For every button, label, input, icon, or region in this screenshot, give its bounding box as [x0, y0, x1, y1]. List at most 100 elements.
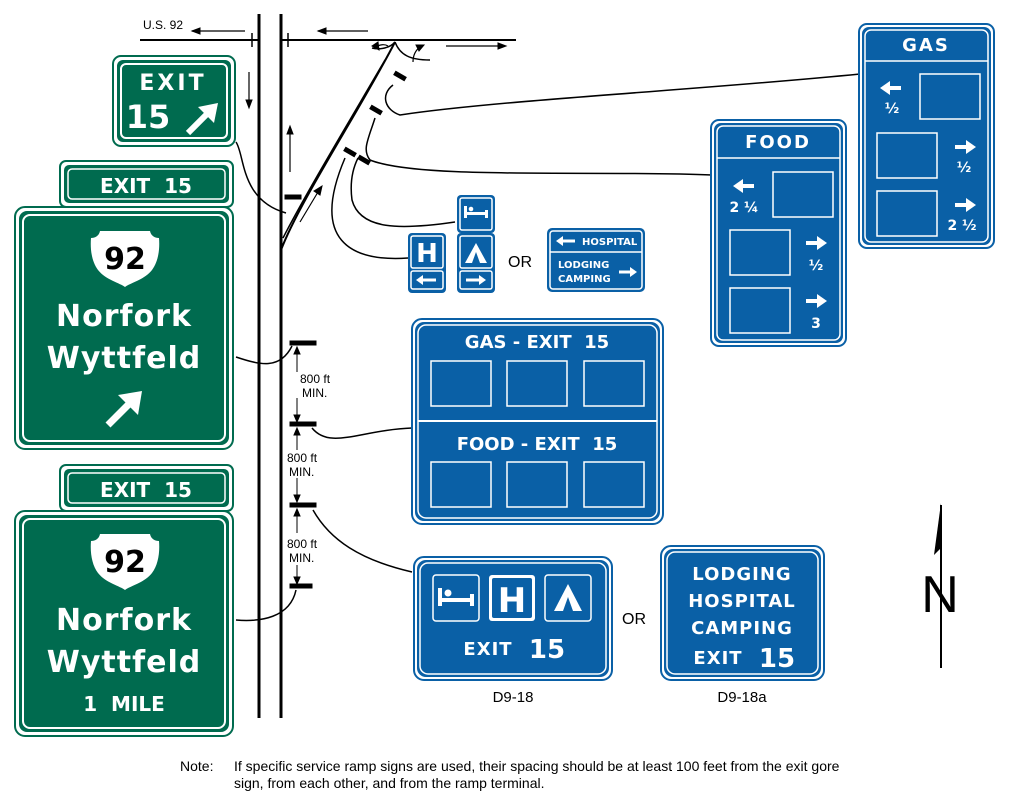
- route-label: U.S. 92: [143, 18, 183, 32]
- arrow-left-icon: [556, 236, 575, 246]
- gas-distance: ½: [957, 160, 972, 176]
- post-marker: [343, 146, 357, 158]
- camping-tent-icon: [554, 584, 582, 611]
- arrow-left-icon: [190, 27, 201, 35]
- d9-18-sign: H EXIT 15: [413, 556, 613, 681]
- bed-icon: [438, 588, 474, 606]
- specific-service-logo-sign: GAS - EXIT 15 FOOD - EXIT 15: [411, 318, 664, 525]
- destination-1: Norfork: [56, 299, 192, 334]
- spacing-unit: MIN.: [302, 386, 327, 400]
- arrow-left-icon: [733, 179, 754, 193]
- business-logo-panel: [729, 287, 791, 334]
- arrow-left-icon: [371, 41, 380, 51]
- business-logo-panel: [583, 360, 645, 407]
- d9-18a-line3: CAMPING: [691, 618, 793, 639]
- hospital-symbol-sign: H: [408, 233, 446, 293]
- exit-plaque-text: EXIT 15: [100, 174, 192, 198]
- post-marker: [289, 340, 317, 346]
- route-number: 92: [104, 545, 146, 580]
- word-sign-camping: CAMPING: [558, 274, 611, 285]
- sign-code: D9-18a: [717, 689, 767, 706]
- leader-line: [235, 589, 297, 622]
- post-marker: [284, 194, 302, 200]
- d9-18a-line1: LODGING: [692, 564, 791, 585]
- gas-ramp-sign: GAS ½ ½ 2 ½: [858, 23, 995, 249]
- arrow-up-icon: [286, 124, 294, 135]
- sign-code: D9-18: [493, 689, 534, 706]
- footnote: Note:If specific service ramp signs are …: [180, 758, 880, 792]
- ramp-word-sign: HOSPITAL LODGING CAMPING: [547, 228, 645, 292]
- us-route-shield-icon: 92: [90, 534, 160, 590]
- exit-number: 15: [759, 644, 795, 674]
- ramp-terminal-right: [394, 41, 431, 61]
- food-distance: 3: [811, 316, 821, 332]
- destination-1: Norfork: [56, 603, 192, 638]
- post-marker: [289, 502, 317, 508]
- us-route-shield-icon: 92: [90, 231, 160, 287]
- exit-plaque-lower: EXIT 15: [59, 464, 234, 512]
- or-label: OR: [622, 611, 646, 628]
- gas-distance: ½: [885, 101, 900, 117]
- leader-line: [365, 117, 713, 176]
- exit-plaque-upper: EXIT 15: [59, 160, 234, 208]
- business-logo-panel: [876, 132, 938, 179]
- word-sign-lodging: LODGING: [558, 260, 609, 271]
- arrow-up-icon: [415, 44, 426, 52]
- spacing-value: 800 ft: [287, 451, 318, 465]
- leader-line: [350, 157, 456, 228]
- business-logo-panel: [506, 461, 568, 508]
- business-logo-panel: [919, 73, 981, 120]
- bed-icon: [464, 206, 488, 218]
- spacing-labels: 800 ft MIN. 800 ft MIN. 800 ft MIN.: [287, 372, 331, 565]
- arrow-up-right-icon: [185, 103, 218, 136]
- hospital-h-icon: H: [416, 239, 438, 269]
- distance-text: 1 MILE: [83, 692, 165, 716]
- arrow-left-icon: [316, 27, 327, 35]
- exit-plaque-text: EXIT 15: [100, 478, 192, 502]
- d9-18a-sign: LODGING HOSPITAL CAMPING EXIT 15: [660, 545, 825, 681]
- business-logo-panel: [876, 190, 938, 237]
- guide-sign-upper: 92 Norfork Wyttfeld: [14, 206, 234, 450]
- arrow-right-icon: [955, 198, 976, 212]
- leader-line: [235, 141, 287, 214]
- lodging-symbol-sign: [457, 195, 495, 233]
- arrow-right-icon: [466, 275, 486, 285]
- arrow-left-icon: [416, 275, 436, 285]
- destination-2: Wyttfeld: [47, 645, 201, 680]
- arrow-right-icon: [806, 236, 827, 250]
- food-title: FOOD: [745, 132, 811, 153]
- word-sign-hospital: HOSPITAL: [582, 237, 638, 248]
- d9-18a-line2: HOSPITAL: [688, 591, 796, 612]
- post-marker: [289, 421, 317, 427]
- food-ramp-sign: FOOD 2 ¼ ½ 3: [710, 119, 847, 347]
- business-logo-panel: [729, 229, 791, 276]
- post-marker: [393, 70, 407, 82]
- gas-distance: 2 ½: [947, 218, 976, 234]
- food-distance: 2 ¼: [729, 200, 758, 216]
- arrow-left-icon: [880, 81, 901, 95]
- route-number: 92: [104, 242, 146, 277]
- spacing-value: 800 ft: [287, 537, 318, 551]
- camping-symbol-sign: [457, 233, 495, 293]
- gas-logo-title: GAS - EXIT 15: [465, 332, 609, 353]
- leader-line: [311, 427, 413, 439]
- leader-line: [312, 509, 413, 573]
- business-logo-panel: [430, 360, 492, 407]
- leader-line: [235, 345, 293, 365]
- exit-number: 15: [126, 98, 171, 136]
- arrow-down-icon: [245, 99, 253, 110]
- exit-word: EXIT: [139, 71, 206, 96]
- post-marker: [357, 154, 371, 166]
- leader-line: [331, 157, 409, 260]
- arrow-right-icon: [806, 294, 827, 308]
- ramp-terminal-left: [371, 41, 396, 50]
- arrow-up-right-icon: [313, 184, 323, 196]
- food-distance: ½: [809, 258, 824, 274]
- business-logo-panel: [772, 171, 834, 218]
- arrow-right-icon: [955, 140, 976, 154]
- leader-lines: [235, 73, 861, 622]
- food-logo-title: FOOD - EXIT 15: [457, 434, 618, 455]
- business-logo-panel: [506, 360, 568, 407]
- note-text: If specific service ramp signs are used,…: [234, 758, 840, 791]
